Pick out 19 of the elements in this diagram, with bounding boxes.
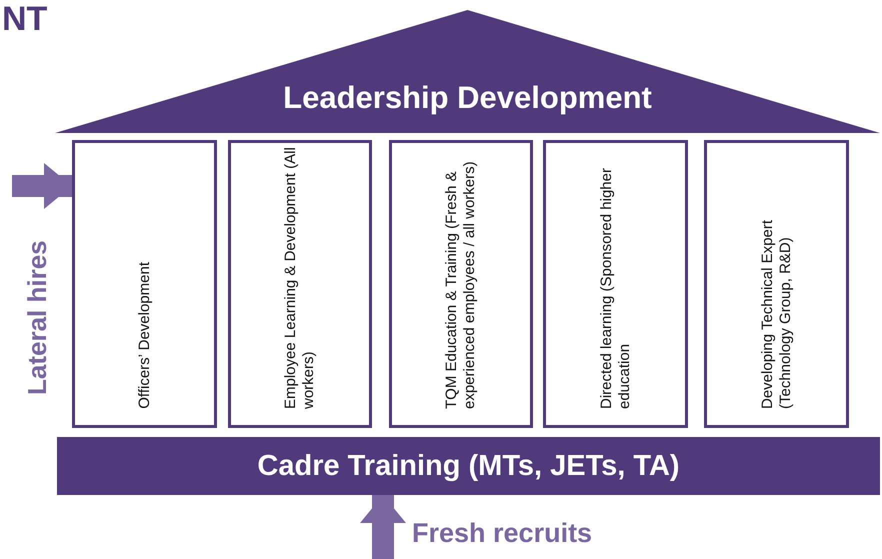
roof-triangle	[55, 10, 880, 133]
bottom-label: Fresh recruits	[412, 518, 592, 549]
pillar-box	[543, 140, 688, 428]
foundation-title: Cadre Training (MTs, JETs, TA)	[257, 450, 680, 482]
pillar-text: Developing Technical Expert (Technology Group, R&D)	[758, 218, 794, 409]
pillar-box	[228, 140, 372, 428]
pillar-text: Employee Learning & Development (All workers)	[282, 146, 318, 409]
pillar-box	[704, 140, 849, 428]
pillar-text: Directed learning (Sponsored higher education	[598, 167, 634, 409]
side-label: Lateral hires	[22, 239, 53, 395]
pillar-box	[389, 140, 533, 428]
block-arrow	[12, 163, 72, 209]
foundation-bar	[57, 437, 880, 495]
roof-title: Leadership Development	[282, 80, 653, 116]
block-arrow	[360, 495, 406, 559]
pillar-text: Officers’ Development	[136, 262, 154, 409]
heading: NT	[2, 0, 48, 39]
pillar-text: TQM Education & Training (Fresh & experienced employees / all workers)	[443, 160, 479, 409]
pillar-box	[72, 140, 217, 428]
